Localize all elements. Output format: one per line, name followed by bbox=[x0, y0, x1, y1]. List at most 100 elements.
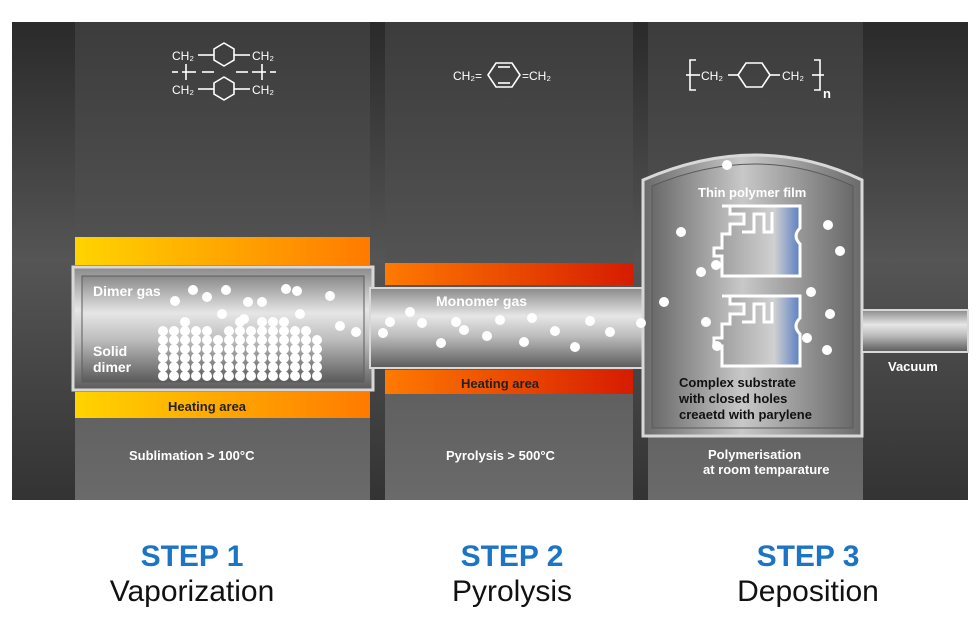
particle bbox=[312, 353, 322, 363]
particle bbox=[191, 335, 201, 345]
particle bbox=[290, 335, 300, 345]
label-dimer-gas: Dimer gas bbox=[93, 283, 161, 299]
label-sublimation: Sublimation > 100°C bbox=[129, 448, 255, 463]
column-step2 bbox=[385, 22, 633, 500]
particle bbox=[180, 326, 190, 336]
parylene-process-diagram: CH₂ CH₂ CH₂ CH₂ CH₂= =CH₂ CH₂ CH₂ n bbox=[12, 22, 969, 500]
label-substrate-1: Complex substrate bbox=[679, 375, 796, 390]
particle bbox=[257, 353, 267, 363]
particle bbox=[301, 335, 311, 345]
particle bbox=[451, 317, 461, 327]
particle bbox=[158, 335, 168, 345]
particle bbox=[822, 345, 832, 355]
particle bbox=[180, 371, 190, 381]
steps-row: STEP 1 Vaporization STEP 2 Pyrolysis STE… bbox=[0, 540, 978, 641]
particle bbox=[158, 344, 168, 354]
particle bbox=[257, 317, 267, 327]
particle bbox=[802, 333, 812, 343]
heating-bar-step2-bottom bbox=[385, 370, 633, 394]
particle bbox=[290, 344, 300, 354]
particle bbox=[459, 325, 469, 335]
particle bbox=[221, 285, 231, 295]
pyrolysis-tube bbox=[369, 287, 651, 369]
particle bbox=[712, 341, 722, 351]
particle bbox=[180, 353, 190, 363]
particle bbox=[224, 326, 234, 336]
particle bbox=[301, 353, 311, 363]
particle bbox=[268, 335, 278, 345]
particle bbox=[279, 335, 289, 345]
particle bbox=[202, 335, 212, 345]
particle bbox=[257, 326, 267, 336]
particle bbox=[279, 362, 289, 372]
particle bbox=[169, 371, 179, 381]
particle bbox=[235, 371, 245, 381]
monomer-formula bbox=[487, 62, 521, 88]
particle bbox=[301, 344, 311, 354]
label-vacuum: Vacuum bbox=[888, 359, 938, 374]
particle bbox=[246, 353, 256, 363]
particle bbox=[180, 317, 190, 327]
particle bbox=[268, 371, 278, 381]
label-polymerisation-2: at room temparature bbox=[703, 462, 829, 477]
dimer-ch2-top-right: CH₂ bbox=[252, 49, 274, 63]
particle bbox=[325, 291, 335, 301]
particle bbox=[257, 297, 267, 307]
particle bbox=[312, 362, 322, 372]
particle bbox=[235, 344, 245, 354]
particle bbox=[312, 335, 322, 345]
particle bbox=[235, 326, 245, 336]
particle bbox=[224, 353, 234, 363]
particle bbox=[825, 309, 835, 319]
monomer-ch2-left: CH₂= bbox=[453, 69, 482, 83]
label-pyrolysis-temp: Pyrolysis > 500°C bbox=[446, 448, 556, 463]
particle bbox=[722, 160, 732, 170]
particle bbox=[224, 362, 234, 372]
particle bbox=[279, 371, 289, 381]
particle bbox=[202, 353, 212, 363]
particle bbox=[570, 342, 580, 352]
step-1-number: STEP 1 bbox=[140, 540, 244, 573]
particle bbox=[213, 353, 223, 363]
particle bbox=[268, 344, 278, 354]
particle bbox=[202, 344, 212, 354]
particle bbox=[519, 337, 529, 347]
particle bbox=[268, 317, 278, 327]
particle bbox=[158, 371, 168, 381]
polymer-formula bbox=[686, 59, 824, 91]
particle bbox=[246, 344, 256, 354]
particle bbox=[213, 362, 223, 372]
particle bbox=[351, 327, 361, 337]
particle bbox=[158, 353, 168, 363]
particle bbox=[224, 335, 234, 345]
particle bbox=[169, 362, 179, 372]
step-2-name: Pyrolysis bbox=[451, 575, 572, 608]
particle bbox=[246, 371, 256, 381]
particle bbox=[823, 220, 833, 230]
step-3-name: Deposition bbox=[737, 575, 879, 608]
particle bbox=[279, 344, 289, 354]
particle bbox=[246, 362, 256, 372]
step-2-number: STEP 2 bbox=[460, 540, 564, 573]
particle bbox=[217, 309, 227, 319]
solid-dimer-particles bbox=[158, 317, 322, 381]
particle bbox=[191, 371, 201, 381]
particle bbox=[268, 362, 278, 372]
particle bbox=[235, 353, 245, 363]
particle bbox=[202, 362, 212, 372]
step-2: STEP 2 Pyrolysis bbox=[382, 540, 642, 610]
particle bbox=[290, 362, 300, 372]
particle bbox=[170, 296, 180, 306]
particle bbox=[417, 318, 427, 328]
dimer-gas-particles bbox=[170, 284, 361, 337]
step-1-name: Vaporization bbox=[109, 575, 275, 608]
label-heating-area-step2: Heating area bbox=[461, 376, 540, 391]
particle bbox=[279, 353, 289, 363]
particle bbox=[191, 326, 201, 336]
heating-bar-step1-bottom bbox=[75, 392, 370, 418]
polymer-subscript-n: n bbox=[823, 86, 831, 101]
particle bbox=[295, 309, 305, 319]
particle bbox=[180, 344, 190, 354]
step-3-number: STEP 3 bbox=[756, 540, 860, 573]
monomer-ch2-right: =CH₂ bbox=[522, 69, 551, 83]
